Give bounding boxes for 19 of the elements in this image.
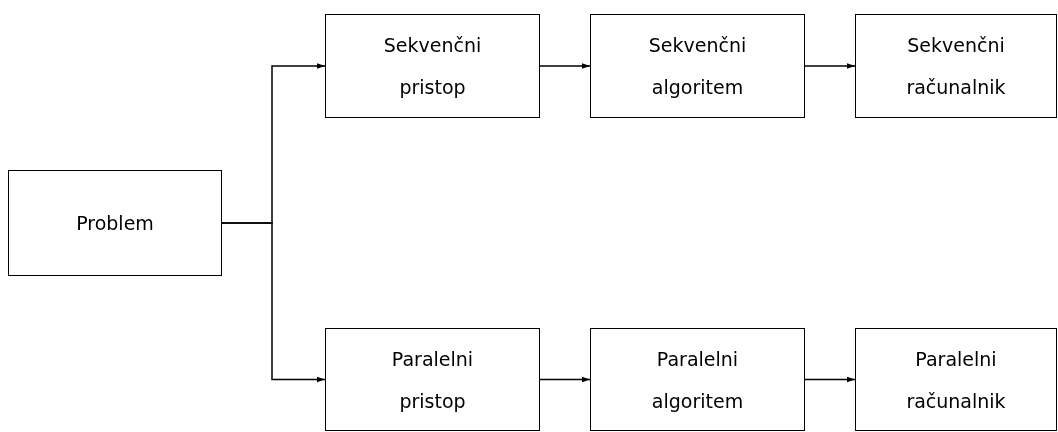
arrow [539, 376, 591, 383]
process-box [855, 328, 1057, 431]
process-box [855, 14, 1057, 118]
arrow [539, 63, 591, 69]
arrow [804, 376, 856, 383]
process-box [590, 14, 805, 118]
box-label: Sekvenčni računalnik [905, 33, 1007, 100]
arrow [221, 222, 326, 383]
process-box [590, 328, 805, 431]
arrow [804, 63, 856, 69]
box-label: Paralelni pristop [390, 346, 475, 414]
box-label: Problem [76, 211, 154, 236]
box-label: Paralelni algoritem [650, 346, 745, 414]
process-box [325, 328, 540, 431]
process-box [8, 170, 222, 276]
box-label: Paralelni računalnik [905, 346, 1007, 414]
box-label: Sekvenčni algoritem [647, 33, 748, 100]
box-label: Sekvenčni pristop [382, 33, 483, 100]
process-box [325, 14, 540, 118]
